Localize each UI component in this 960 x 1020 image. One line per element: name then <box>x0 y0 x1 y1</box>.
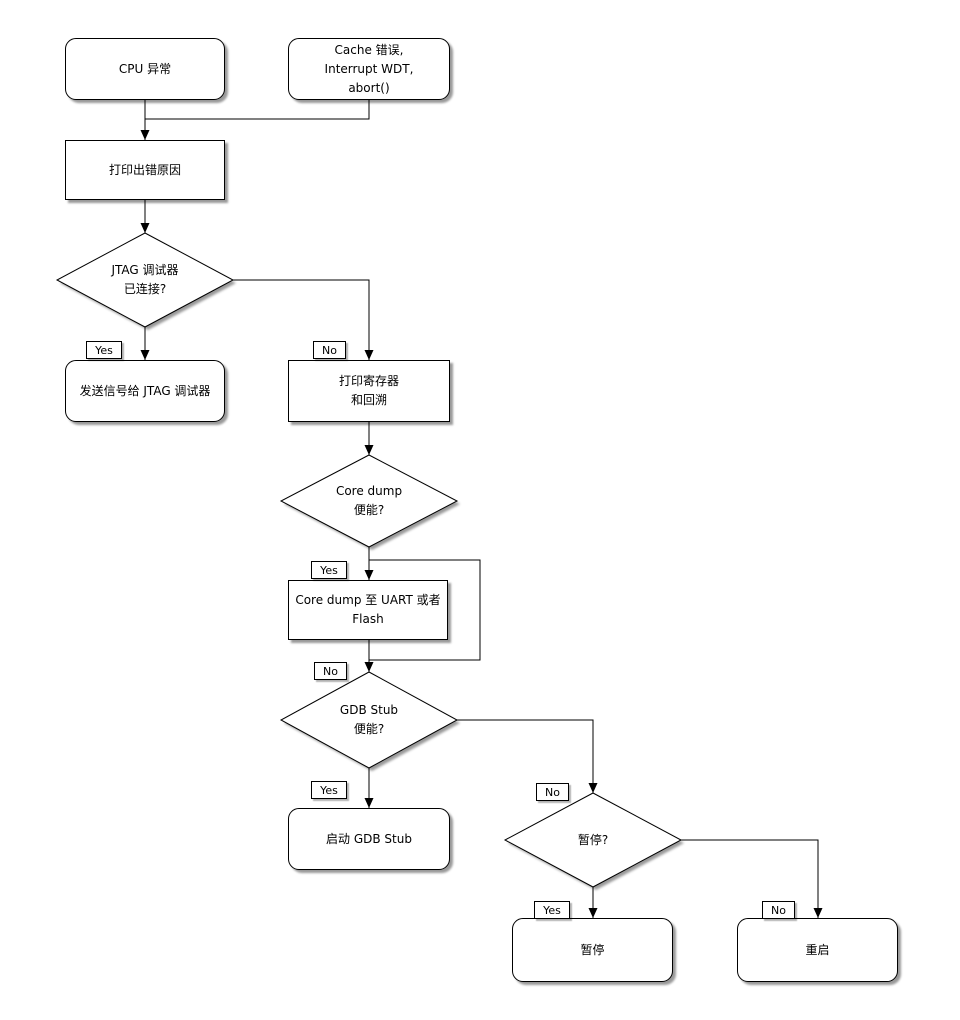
edge-coredump-no-bypass <box>369 559 481 661</box>
edge-label-coredump-no: No <box>314 662 347 680</box>
diamond-label-halt-question: 暂停? <box>577 833 609 847</box>
diamond-label-gdb-stub-enabled: GDB Stub 便能? <box>339 703 399 736</box>
edge-label-gdb-no: No <box>536 783 569 801</box>
edge-label-halt-yes: Yes <box>534 901 570 919</box>
edge-label-gdb-yes: Yes <box>311 781 347 799</box>
node-reboot: 重启 <box>737 918 898 982</box>
edge-label-jtag-no: No <box>313 341 346 359</box>
node-send-signal-jtag: 发送信号给 JTAG 调试器 <box>65 360 225 422</box>
edge-gdb-no <box>457 719 598 793</box>
edge-label-jtag-yes: Yes <box>86 341 122 359</box>
node-start-gdb-stub: 启动 GDB Stub <box>288 808 450 870</box>
node-print-error-reason: 打印出错原因 <box>65 140 225 200</box>
node-halt: 暂停 <box>512 918 673 982</box>
edge-cache-merge <box>145 100 370 120</box>
diamond-shadows <box>60 236 684 890</box>
diamond-halt-question <box>503 792 683 888</box>
edge-jtag-no <box>233 279 374 360</box>
diamond-label-coredump-enabled: Core dump 便能? <box>335 484 403 517</box>
edge-label-halt-no: No <box>762 901 795 919</box>
diamond-gdb-stub-enabled <box>279 671 459 769</box>
edge-label-coredump-yes: Yes <box>311 561 347 579</box>
node-cpu-exception: CPU 异常 <box>65 38 225 100</box>
edge-halt-no <box>681 839 823 918</box>
node-coredump-output: Core dump 至 UART 或者 Flash <box>288 580 448 640</box>
diamond-jtag-connected <box>55 232 235 328</box>
diamond-label-jtag-connected: JTAG 调试器 已连接? <box>111 263 179 296</box>
diamond-coredump-enabled <box>279 454 459 548</box>
node-print-registers: 打印寄存器 和回溯 <box>288 360 450 422</box>
node-cache-error: Cache 错误, Interrupt WDT, abort() <box>288 38 450 100</box>
